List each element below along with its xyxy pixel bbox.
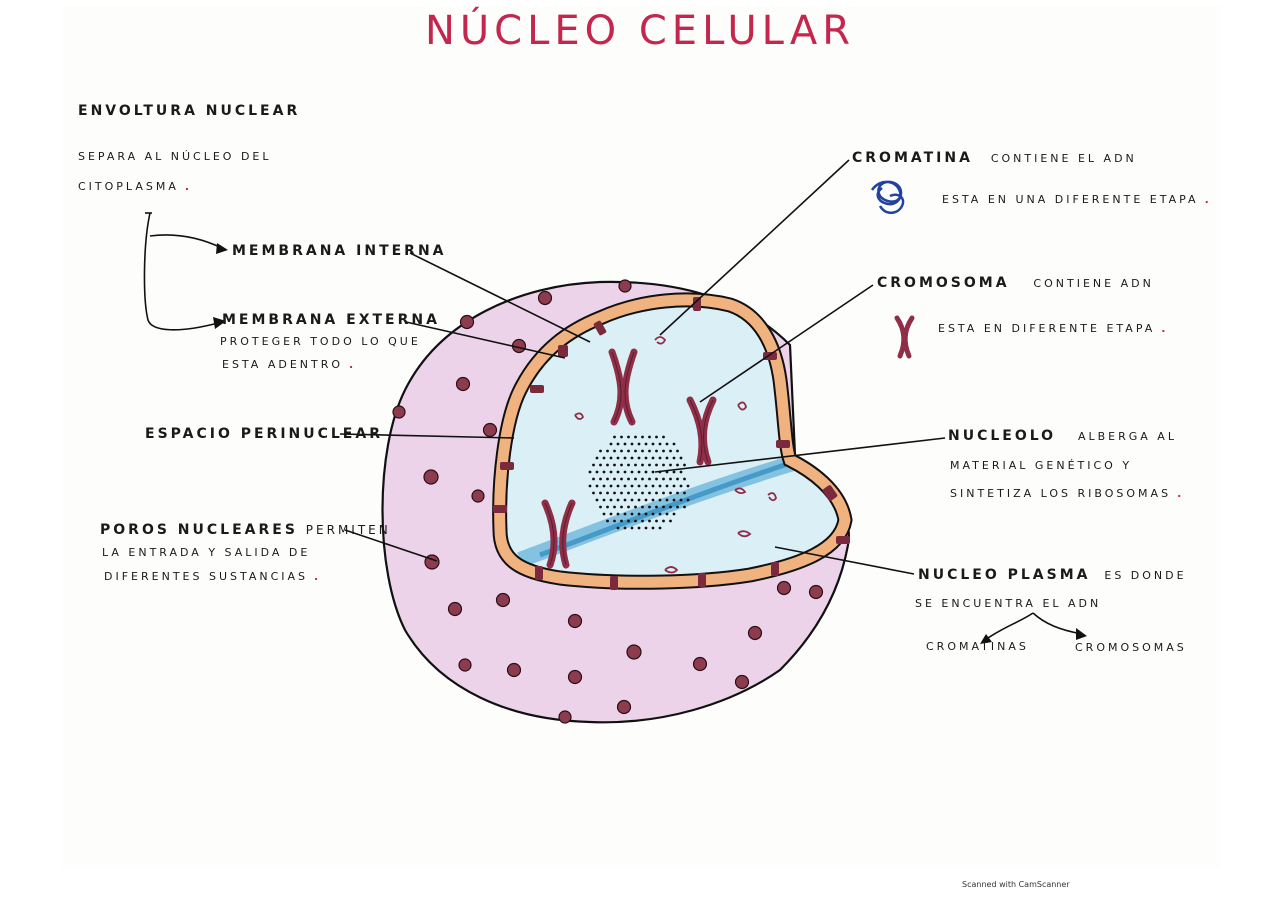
cromosoma-desc-line2: esta en diferente etapa. [938,322,1169,335]
nucleolo-desc-line2: material genético y [950,459,1133,472]
nucleolo-desc-line3: sintetiza los ribosomas. [950,487,1185,500]
label-envoltura-nuclear: Envoltura nuclear [78,103,301,119]
membrane-pores [493,297,850,590]
chromatin-bits [574,336,777,574]
label-cromatina: Cromatina contiene el ADN [852,150,1137,166]
label-membrana-externa: Membrana externa [222,312,440,328]
nucleoplasma-desc-line2: se encuentra el ADN [915,597,1102,610]
cromosoma-legend-icon [894,315,915,359]
nucleoplasma-arrows [984,612,1083,641]
footer-watermark: Scanned with CamScanner [962,880,1070,889]
label-poros-nucleares: Poros nucleares permiten [100,522,391,538]
envoltura-desc-line1: Separa al núcleo del [78,150,272,163]
label-membrana-interna: Membrana interna [232,243,447,259]
page-title: NÚCLEO CELULAR [424,8,856,54]
cromatina-legend-icon [870,180,905,214]
outer-pores [392,279,824,724]
label-nucleolo: Nucleolo alberga al [948,428,1177,444]
membrana-externa-desc-line1: proteger todo lo que [220,335,421,348]
label-cromosoma: Cromosoma contiene ADN [877,275,1154,291]
label-nucleoplasma: Nucleo plasma es donde [918,567,1187,583]
label-sub-cromatinas: cromatinas [926,640,1029,653]
bracket-arrows [143,212,223,331]
envoltura-desc-line2: citoplasma. [78,180,193,193]
poros-desc-line3: diferentes sustancias. [104,570,322,583]
label-sub-cromosomas: cromosomas [1075,641,1187,654]
membrana-externa-desc-line2: esta adentro. [222,358,357,371]
label-espacio-perinuclear: Espacio perinuclear [145,426,383,442]
leader-lines [339,159,946,575]
poros-desc-line2: la entrada y salida de [102,546,311,559]
cromatina-desc-line2: esta en una diferente etapa. [942,193,1212,206]
